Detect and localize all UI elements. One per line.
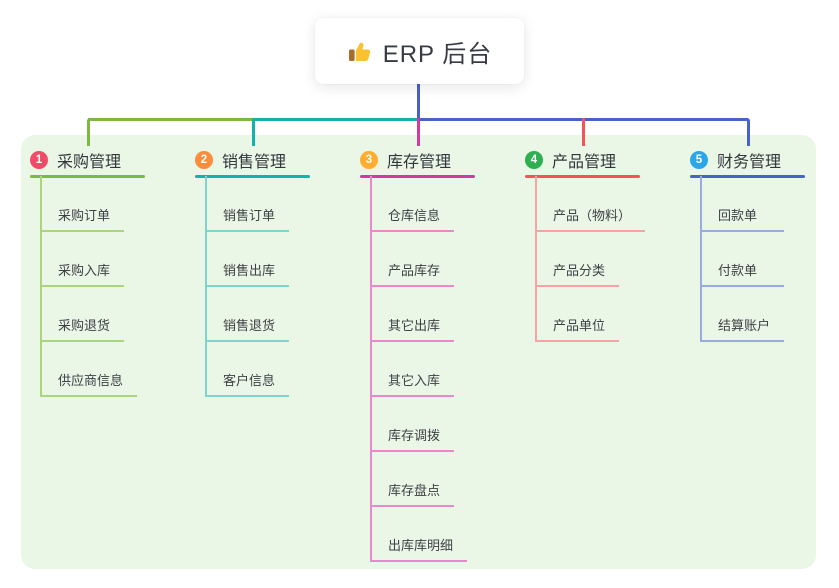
branches-panel bbox=[21, 135, 816, 569]
child-node[interactable]: 供应商信息 bbox=[40, 373, 138, 397]
root-title: ERP 后台 bbox=[382, 40, 493, 68]
child-node[interactable]: 销售订单 bbox=[205, 208, 290, 232]
child-node[interactable]: 销售出库 bbox=[205, 263, 290, 287]
branch-number-badge: 1 bbox=[30, 151, 48, 169]
branch-label: 财务管理 bbox=[717, 154, 782, 171]
branch-underline bbox=[195, 175, 310, 178]
branch-number-badge: 5 bbox=[690, 151, 708, 169]
child-node[interactable]: 客户信息 bbox=[205, 373, 290, 397]
branch-number-badge: 2 bbox=[195, 151, 213, 169]
connector-branch-drop bbox=[582, 118, 585, 146]
branch-rail bbox=[370, 176, 372, 562]
child-node[interactable]: 出库库明细 bbox=[370, 538, 468, 562]
branch-header[interactable]: 4 产品管理 bbox=[525, 147, 616, 173]
branch-header[interactable]: 1 采购管理 bbox=[30, 147, 121, 173]
child-node[interactable]: 产品分类 bbox=[535, 263, 620, 287]
connector-root-line bbox=[417, 84, 420, 121]
child-node[interactable]: 其它入库 bbox=[370, 373, 455, 397]
connector-branch-drop bbox=[87, 118, 90, 146]
branch-header[interactable]: 3 库存管理 bbox=[360, 147, 451, 173]
child-node[interactable]: 销售退货 bbox=[205, 318, 290, 342]
branch-header[interactable]: 5 财务管理 bbox=[690, 147, 781, 173]
branch-header[interactable]: 2 销售管理 bbox=[195, 147, 286, 173]
connector-branch-drop bbox=[747, 118, 750, 146]
child-node[interactable]: 产品单位 bbox=[535, 318, 620, 342]
child-node[interactable]: 产品库存 bbox=[370, 263, 455, 287]
branch-underline bbox=[690, 175, 805, 178]
branch-rail bbox=[700, 176, 702, 342]
branch-underline bbox=[525, 175, 640, 178]
child-node[interactable]: 库存盘点 bbox=[370, 483, 455, 507]
child-node[interactable]: 回款单 bbox=[700, 208, 784, 232]
child-node[interactable]: 结算账户 bbox=[700, 318, 785, 342]
branch-number-badge: 3 bbox=[360, 151, 378, 169]
branch-label: 销售管理 bbox=[222, 154, 287, 171]
child-node[interactable]: 库存调拨 bbox=[370, 428, 455, 452]
branch-label: 库存管理 bbox=[387, 154, 452, 171]
branch-label: 采购管理 bbox=[57, 154, 122, 171]
branch-underline bbox=[360, 175, 475, 178]
child-node[interactable]: 采购退货 bbox=[40, 318, 125, 342]
thumbs-up-icon bbox=[347, 38, 373, 64]
child-node[interactable]: 采购订单 bbox=[40, 208, 125, 232]
connector-bus-segment bbox=[253, 118, 418, 121]
child-node[interactable]: 产品（物料） bbox=[535, 208, 646, 232]
branch-underline bbox=[30, 175, 145, 178]
root-node[interactable]: ERP 后台 bbox=[315, 18, 524, 84]
branch-rail bbox=[535, 176, 537, 342]
branch-label: 产品管理 bbox=[552, 154, 617, 171]
child-node[interactable]: 仓库信息 bbox=[370, 208, 455, 232]
child-node[interactable]: 采购入库 bbox=[40, 263, 125, 287]
branch-number-badge: 4 bbox=[525, 151, 543, 169]
child-node[interactable]: 其它出库 bbox=[370, 318, 455, 342]
connector-bus-segment bbox=[88, 118, 253, 121]
connector-branch-drop bbox=[417, 118, 420, 146]
connector-branch-drop bbox=[252, 118, 255, 146]
child-node[interactable]: 付款单 bbox=[700, 263, 784, 287]
